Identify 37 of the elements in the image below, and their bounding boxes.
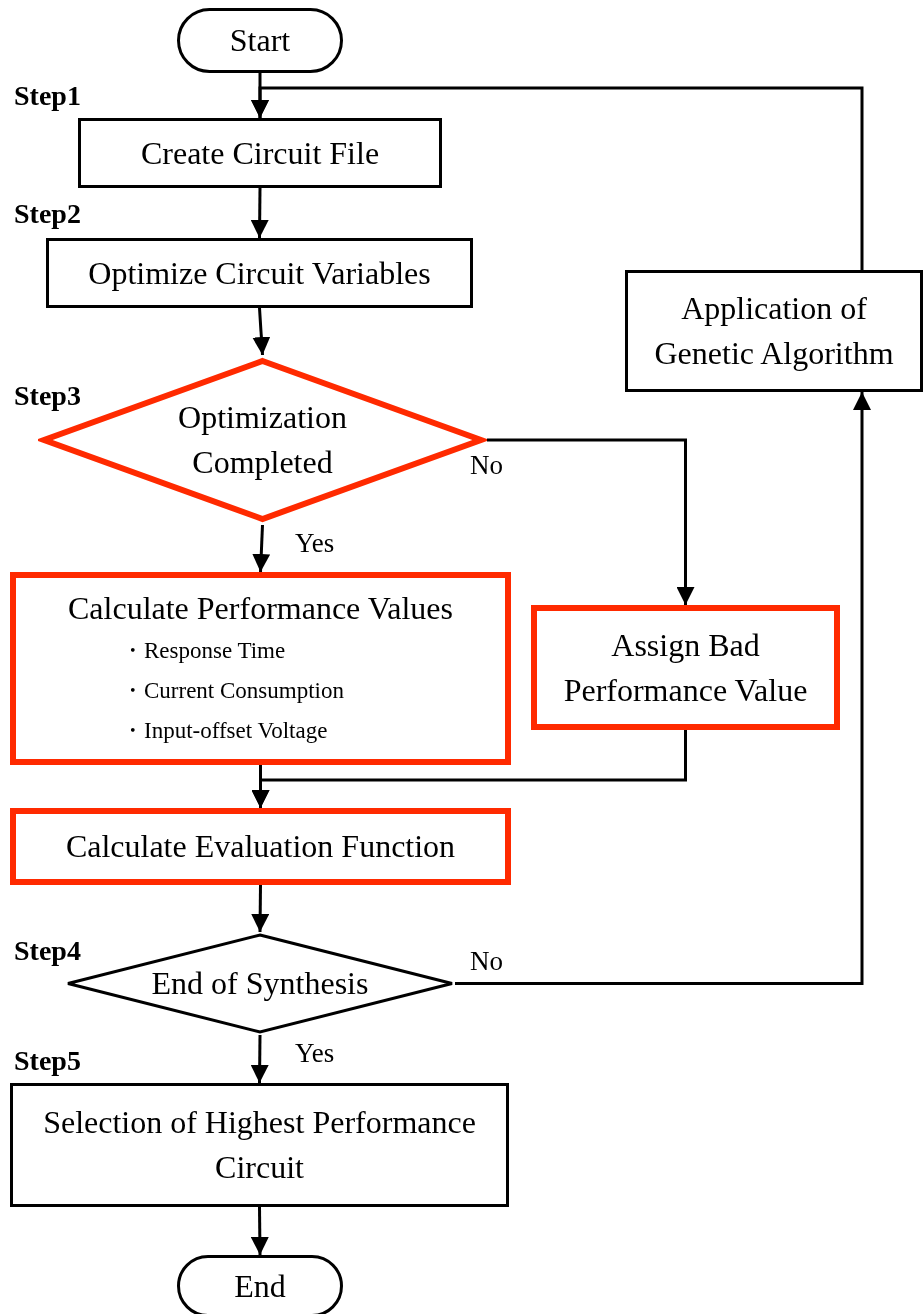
node-label: Create Circuit File [140,133,380,173]
process-box [10,572,511,765]
step-label: Step3 [14,380,81,412]
arrow [251,86,864,270]
node-label: Start [229,21,291,61]
process-box [46,238,473,308]
arrow [252,524,271,573]
arrow [487,438,695,605]
arrow [250,1035,269,1083]
step-label: Step1 [14,80,81,112]
node-label: End [234,1266,286,1306]
bullet-item: ・Current Consumption [121,676,344,705]
arrow [455,392,871,985]
node-label: Optimize Circuit Variables [88,253,431,293]
bullet-item: ・Response Time [121,636,286,665]
bullet-item: ・Input-offset Voltage [121,717,328,745]
arrow [252,307,271,356]
arrow [250,1207,269,1255]
process-box [10,1083,509,1207]
node-label: Calculate Evaluation Function [65,827,456,867]
node-label: Application of Genetic Algorithm [653,289,895,373]
node-label: Assign Bad Performance Value [562,625,809,710]
node-label: Selection of Highest Performance Circuit [42,1103,477,1187]
step-label: Step4 [14,935,81,967]
terminal-node [177,1255,343,1314]
node-label: Calculate Performance Values [68,588,453,628]
step-label: Step5 [14,1045,81,1077]
arrow [251,885,270,932]
node-label: End of Synthesis [151,964,369,1004]
process-box [78,118,442,188]
process-box [531,605,840,730]
process-box [625,270,923,392]
arrow [251,730,687,808]
process-box [10,808,511,885]
step-label: Step2 [14,198,81,230]
arrow [250,188,269,238]
node-label: Optimization Completed [177,398,348,482]
